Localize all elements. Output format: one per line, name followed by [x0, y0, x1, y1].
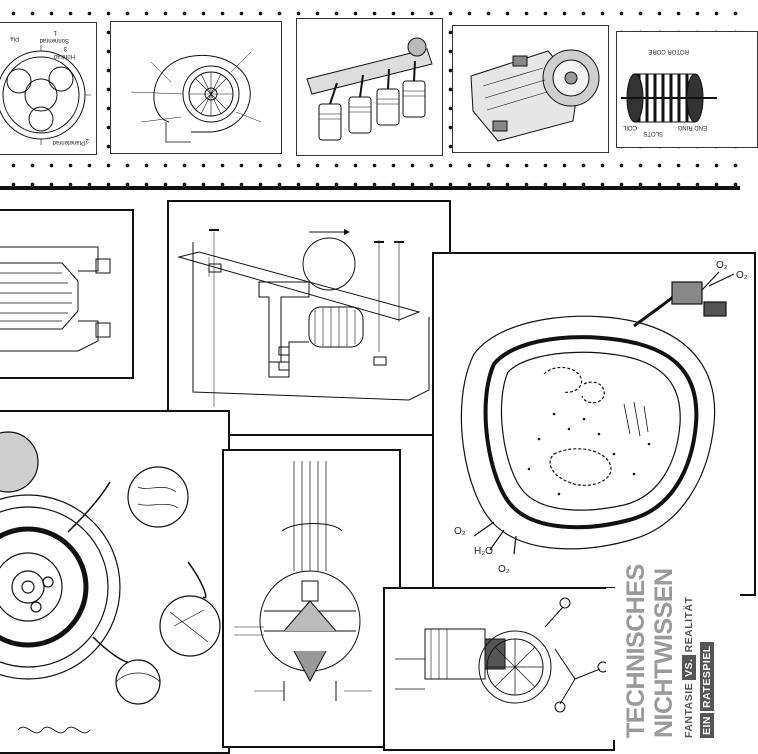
- label-o2-low: O₂: [498, 564, 510, 575]
- label-h2o: H₂O: [474, 546, 493, 557]
- subtitle-right: REALITÄT: [683, 596, 695, 653]
- planetary-gear-drawing: 1 Sonnenrad 3 Hohlrad 2 Planetenrad Pla: [0, 29, 91, 145]
- wheel-diagram-drawing: [0, 431, 221, 734]
- label-sonnenrad: Sonnenrad: [40, 37, 69, 43]
- cell-diagram-drawing: O₂ H₂O O₂ O₂ O₂: [454, 260, 748, 575]
- label-rotor-core: ROTOR CORE: [648, 48, 689, 54]
- label-end-ring: END RING: [677, 124, 707, 130]
- title-line-2: NICHTWISSEN: [650, 568, 678, 739]
- compressor-drawing: [470, 49, 600, 142]
- subtitle-left: FANTASIE: [683, 682, 695, 738]
- subtitle-line: FANTASIE VS. REALITÄT: [682, 596, 696, 738]
- tagline-word-2: RATESPIEL: [700, 642, 714, 711]
- label-o2-out1: O₂: [716, 260, 728, 271]
- label-planetenrad: Planetenrad: [53, 139, 85, 145]
- label-coil: COIL: [622, 124, 637, 130]
- panel-cell-diagram[interactable]: O₂ H₂O O₂ O₂ O₂: [432, 252, 756, 596]
- panel-heat-exchanger[interactable]: [0, 209, 134, 379]
- pulley-mechanism-drawing: [177, 229, 430, 407]
- card-compressor[interactable]: [452, 25, 609, 153]
- panel-pump-wheel[interactable]: [383, 587, 615, 751]
- tagline: EINRATESPIEL: [700, 640, 714, 738]
- label-sonnenrad-num: 1: [53, 29, 57, 35]
- electric-motor-drawing: ROTOR CORE SLOTS END RING COIL: [621, 48, 717, 136]
- card-electric-motor[interactable]: ROTOR CORE SLOTS END RING COIL: [616, 31, 758, 148]
- label-planetenrad-num: 2: [85, 137, 89, 143]
- label-o2-out2: O₂: [736, 270, 748, 281]
- label-slots: SLOTS: [643, 130, 663, 136]
- tagline-word-1: EIN: [700, 712, 714, 738]
- panel-wheel-diagram[interactable]: [0, 410, 230, 754]
- label-o2-in: O₂: [454, 526, 466, 537]
- strip-divider: [0, 186, 740, 190]
- turbocharger-drawing: [130, 51, 262, 143]
- crankshaft-drawing: [306, 37, 433, 141]
- title-box: [606, 588, 740, 740]
- title-line-1: TECHNISCHES: [622, 564, 650, 738]
- subtitle-vs: VS.: [682, 655, 696, 680]
- label-pla: Pla: [10, 35, 19, 41]
- panel-vertical-rotor[interactable]: [222, 449, 401, 748]
- vertical-rotor-drawing: [234, 461, 372, 701]
- card-crankshaft[interactable]: [296, 18, 443, 156]
- pump-wheel-drawing: [395, 597, 609, 713]
- panel-pulley-mechanism[interactable]: [167, 200, 451, 436]
- card-planetary-gear[interactable]: 1 Sonnenrad 3 Hohlrad 2 Planetenrad Pla: [0, 22, 97, 155]
- label-hohlrad-num: 3: [63, 45, 67, 51]
- card-turbocharger[interactable]: [110, 21, 282, 154]
- heat-exchanger-drawing: [0, 246, 111, 352]
- label-hohlrad: Hohlrad: [54, 53, 75, 59]
